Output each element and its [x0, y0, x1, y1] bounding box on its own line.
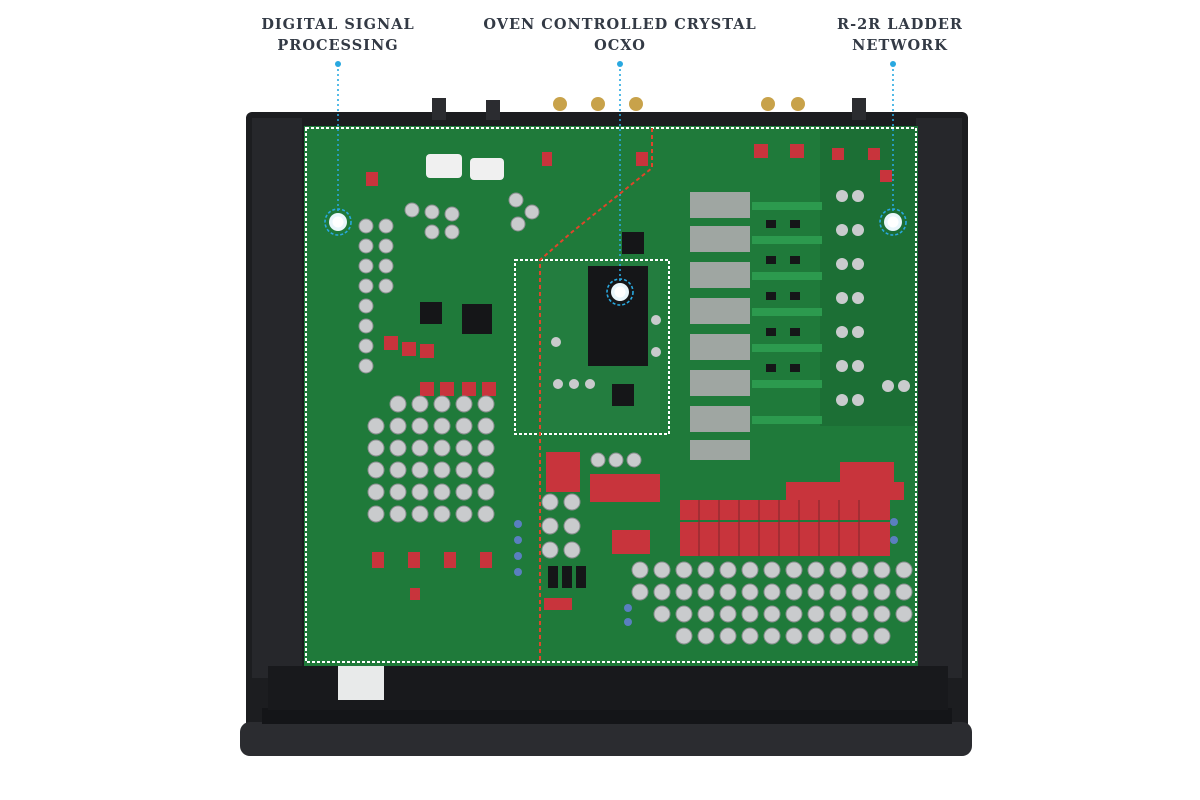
ocxo-can [588, 266, 648, 366]
marker-icon [324, 208, 352, 236]
dsp-chip [462, 304, 492, 334]
rear-connectors [432, 97, 866, 120]
front-panel-lip [262, 708, 952, 724]
callout-dot-r2r [890, 61, 896, 67]
white-connector [426, 154, 462, 178]
callout-dot-ocxo [617, 61, 623, 67]
marker-icon [879, 208, 907, 236]
callout-r2r-line-2: NETWORK [852, 37, 948, 54]
chassis-side-left [252, 118, 302, 678]
ocxo-dashed-outline [514, 259, 670, 435]
digital-analog-divider [539, 128, 653, 662]
callout-dot-dsp [335, 61, 341, 67]
marker-icon [606, 278, 634, 306]
ribbon-cable [338, 660, 384, 700]
psu-capacitor-grid-left [367, 395, 495, 523]
white-connector [470, 158, 504, 180]
chassis-side-right [916, 118, 962, 678]
callout-ocxo-line-2: OCXO [594, 37, 646, 54]
callout-label-dsp: DIGITAL SIGNAL PROCESSING [238, 14, 438, 56]
film-capacitor-block [544, 452, 904, 610]
callout-label-ocxo: OVEN CONTROLLED CRYSTAL OCXO [480, 14, 760, 56]
callout-label-r2r: R-2R LADDER NETWORK [800, 14, 1000, 56]
ocxo-chip [622, 232, 644, 254]
pcb-shade-right [820, 126, 918, 426]
callout-dsp-line-2: PROCESSING [277, 37, 399, 54]
ocxo-chip [612, 384, 634, 406]
callout-ocxo-line-1: OVEN CONTROLLED CRYSTAL [483, 16, 757, 33]
callout-dsp-line-1: DIGITAL SIGNAL [261, 16, 415, 33]
output-capacitor-grid [541, 452, 913, 645]
front-panel [240, 722, 972, 756]
dsp-chip [420, 302, 442, 324]
callout-r2r-line-1: R-2R LADDER [837, 16, 963, 33]
r2r-resistor-banks [690, 192, 750, 460]
pcb-dashed-outline [305, 127, 917, 663]
